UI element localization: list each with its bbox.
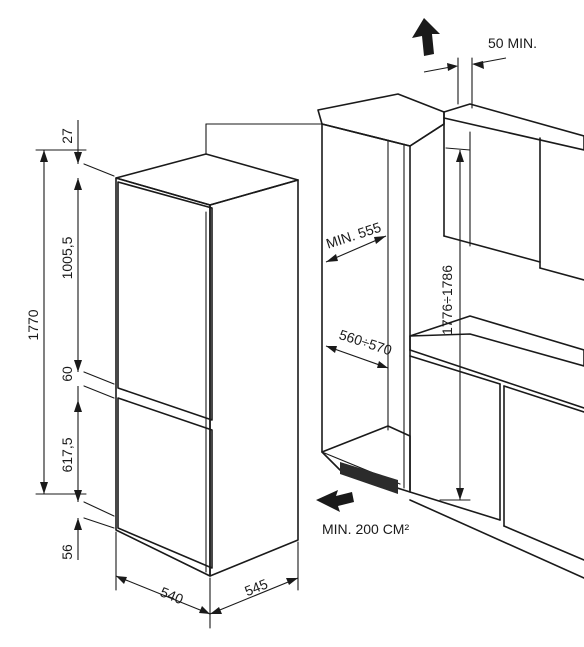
lower-door: [117, 397, 213, 569]
label-niche-height: 1776÷1786: [439, 265, 455, 335]
upper-door: [117, 181, 213, 421]
kitchen-niche: [205, 93, 584, 579]
label-depth: 545: [242, 575, 270, 599]
height-labels: 27 1005,5 1770 60 617,5 56: [25, 128, 75, 560]
niche-depth-dimension: [325, 235, 387, 263]
label-door-gap: 60: [59, 366, 75, 382]
vent-grill: [340, 462, 398, 494]
footprint-dimensions: [115, 531, 299, 629]
niche-width-dimension: [325, 345, 389, 369]
niche-height-dimension: [439, 147, 471, 501]
label-bottom-gap: 56: [59, 544, 75, 560]
label-upper-door: 1005,5: [59, 236, 75, 279]
label-niche-depth: MIN. 555: [324, 219, 383, 252]
air-in-arrow-icon: [316, 490, 354, 512]
fridge-appliance: [115, 153, 299, 577]
top-vent-dimension: [423, 57, 507, 109]
label-lower-door: 617,5: [59, 437, 75, 472]
air-out-arrow-icon: [412, 18, 440, 56]
label-width: 540: [158, 584, 186, 608]
label-total-height: 1770: [25, 309, 41, 340]
label-vent-area: MIN. 200 CM²: [322, 521, 409, 537]
label-top-gap: 27: [59, 128, 75, 144]
label-vent-gap: 50 MIN.: [488, 35, 537, 51]
height-dimensions: [35, 120, 115, 560]
